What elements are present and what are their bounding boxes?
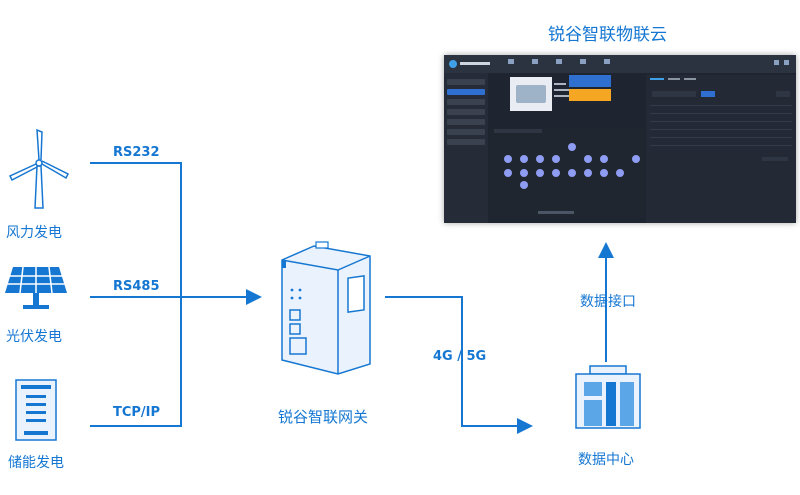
calendar-panel — [490, 127, 644, 217]
network-label: 4G / 5G — [433, 349, 487, 364]
solar-panel-icon — [5, 266, 67, 309]
status-card-orange — [569, 89, 611, 101]
user-icon — [784, 60, 789, 65]
source-label-wind: 风力发电 — [6, 225, 62, 241]
energy-storage-icon — [15, 379, 57, 441]
protocol-label-rs232: RS232 — [113, 145, 160, 160]
source-label-solar: 光伏发电 — [6, 329, 62, 345]
gateway-device-icon — [281, 241, 371, 375]
dashboard-sidebar — [444, 73, 488, 223]
data-panel — [646, 75, 796, 223]
logo-icon — [449, 60, 457, 68]
nav-icon — [580, 59, 586, 64]
interface-label: 数据接口 — [580, 294, 636, 310]
cloud-dashboard-screenshot — [444, 55, 796, 223]
protocol-label-rs485: RS485 — [113, 279, 160, 294]
data-center-icon — [575, 365, 641, 429]
cloud-title: 锐谷智联物联云 — [548, 25, 667, 45]
protocol-label-tcpip: TCP/IP — [113, 405, 161, 420]
nav-icon — [508, 59, 514, 64]
datacenter-label: 数据中心 — [578, 452, 634, 468]
dashboard-title-placeholder — [460, 62, 490, 65]
product-image — [510, 77, 552, 111]
wind-turbine-icon — [8, 128, 70, 209]
nav-icon — [532, 59, 538, 64]
nav-icon — [604, 59, 610, 64]
status-card-blue — [569, 75, 611, 87]
nav-icon — [556, 59, 562, 64]
dashboard-top-bar — [444, 55, 796, 73]
source-label-storage: 储能发电 — [8, 455, 64, 471]
settings-icon — [774, 60, 779, 65]
gateway-label: 锐谷智联网关 — [278, 408, 369, 426]
